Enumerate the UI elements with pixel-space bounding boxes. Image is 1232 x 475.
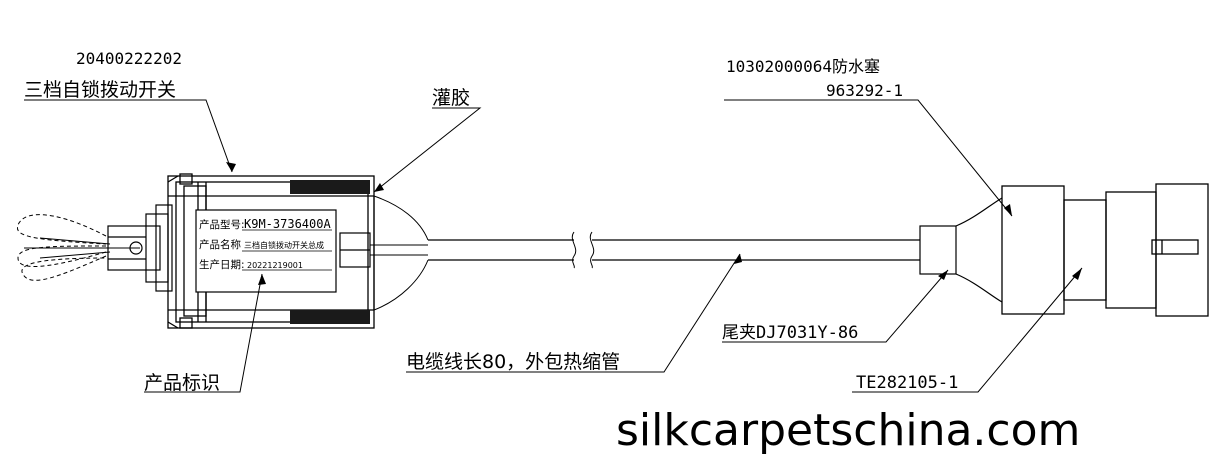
plug-part-label: 10302000064防水塞 [726,57,880,76]
product-id-label: 产品标识 [144,372,220,394]
nameplate [195,209,337,293]
toggle-lever-positions [16,214,107,281]
leader-lines [24,99,1083,393]
tail-clamp [919,197,1003,303]
nameplate-date-label: 生产日期: [199,258,245,271]
leader-arrows [226,162,1082,285]
cable-label: 电缆线长80，外包热缩管 [406,351,620,373]
watermark-text: silkcarpetschina.com [616,405,1080,456]
cable-exit [339,196,375,310]
nameplate-name-value: 三档自锁拨动开关总成 [244,240,324,250]
cable [428,239,920,261]
nameplate-model-label: 产品型号: [199,218,245,231]
potting-top [290,180,370,194]
switch-name-label: 三档自锁拨动开关 [24,79,176,101]
nameplate-model-value: K9M-3736400A [244,217,331,231]
plug-code-label: 963292-1 [826,81,903,100]
toggle-lever-axis [24,237,140,259]
potting-bottom [290,310,370,324]
cable-break-symbol [571,231,595,269]
connector-label: TE282105-1 [856,373,958,393]
switch-bushing [107,204,173,292]
potting-label: 灌胶 [432,87,470,109]
nameplate-name-label: 产品名称 [199,238,241,251]
switch-part-number: 20400222202 [76,49,182,68]
tail-clamp-label: 尾夹DJ7031Y-86 [722,323,858,343]
wire-bundle [370,195,429,311]
nameplate-date-value: 20221219001 [247,261,303,270]
connector-housing [1001,183,1209,317]
